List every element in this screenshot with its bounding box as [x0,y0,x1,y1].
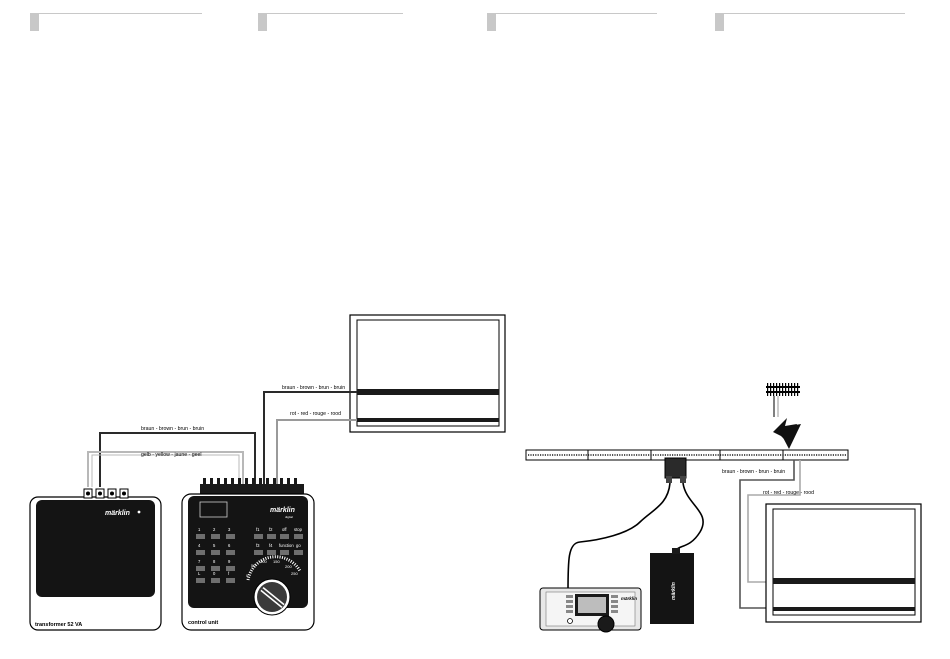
keypad-button[interactable] [226,566,235,571]
key-label-9: 9 [228,559,231,564]
wire-label-right-red: rot - red - rouge - rood [763,490,814,496]
key-label-3: 3 [228,527,231,532]
go-button[interactable] [294,550,303,555]
track-connector-box [664,457,687,483]
right-wires [567,460,801,609]
key-label-function: function [279,543,294,548]
transformer-terminals [83,488,129,499]
mobile-station-button[interactable] [611,610,618,613]
mobile-station-button[interactable] [566,605,573,608]
wire-label-left-red: rot - red - rouge - rood [290,411,341,417]
right-track-layout [765,503,922,623]
stop-button[interactable] [294,534,303,539]
keypad-button[interactable] [226,550,235,555]
function-button[interactable] [280,534,289,539]
control-unit-brand-logo: märklin [270,507,295,514]
dial-label-150: 150 [273,559,280,564]
left-track-layout [349,314,506,433]
track-section-icon [766,383,800,417]
control-unit-display [199,501,228,518]
function-button[interactable] [280,550,289,555]
function-button[interactable] [254,534,263,539]
key-label-4: 4 [198,543,201,548]
left-wires [87,391,357,487]
speed-dial[interactable] [246,555,302,616]
mobile-station-button[interactable] [611,605,618,608]
key-label-0: 0 [213,571,216,576]
mobile-station-button[interactable] [611,600,618,603]
key-label-f1: f1 [256,527,260,532]
keypad-button[interactable] [196,566,205,571]
keypad-button[interactable] [226,534,235,539]
transformer: märklin transformer 52 VA [29,488,162,631]
key-label-f4: f4 [269,543,273,548]
keypad-button[interactable] [211,578,220,583]
transformer-brand-logo: märklin [105,510,130,517]
key-label-2: 2 [213,527,216,532]
key-label-f3: f3 [256,543,260,548]
dial-label-0: 0 [246,573,249,578]
key-label-1: 1 [198,527,201,532]
key-label-go: go [296,543,301,548]
function-button[interactable] [254,550,263,555]
control-unit-brand-sub: digital [285,515,293,519]
keypad-button[interactable] [211,550,220,555]
arrow-head-icon [778,424,801,449]
transformer-indicator-icon [137,510,141,514]
power-pack: märklin [650,548,694,624]
key-label-f: f [228,571,230,576]
key-label-7: 7 [198,559,201,564]
key-label-L: L [198,571,201,576]
dial-label-200: 200 [285,564,292,569]
wire-label-right-brown: braun - brown - brun - bruin [722,469,785,475]
mobile-station-button[interactable] [566,595,573,598]
wire-label-left-brown-upper: braun - brown - brun - bruin [282,385,345,391]
stop-icon[interactable] [567,618,573,624]
function-button[interactable] [267,534,276,539]
wire-label-left-yellow: gelb - yellow - jaune - geel [141,452,202,458]
dial-label-100: 100 [260,559,267,564]
control-unit-terminals [200,478,304,496]
keypad-button[interactable] [226,578,235,583]
transformer-label: transformer 52 VA [35,622,82,628]
function-button[interactable] [267,550,276,555]
keypad-button[interactable] [211,566,220,571]
power-pack-brand-logo: märklin [671,582,677,600]
mobile-station-knob[interactable] [597,615,615,633]
dial-label-250: 250 [291,571,298,576]
keypad-button[interactable] [196,550,205,555]
mobile-station-button[interactable] [566,600,573,603]
dial-label-50: 50 [251,563,256,568]
control-unit: märklin digital 1 2 3 4 5 6 7 8 9 L 0 f … [181,478,315,631]
right-track-strip [525,449,849,461]
key-label-f2: f2 [269,527,273,532]
key-label-5: 5 [213,543,216,548]
keypad-button[interactable] [211,534,220,539]
mobile-station: märklin [539,587,642,633]
key-label-off: off [282,527,287,532]
mobile-station-button[interactable] [566,610,573,613]
control-unit-label: control unit [188,620,218,626]
mobile-station-brand-logo: märklin [621,596,637,601]
keypad-button[interactable] [196,578,205,583]
wire-label-left-brown-lower: braun - brown - brun - bruin [141,426,204,432]
keypad-button[interactable] [196,534,205,539]
key-label-6: 6 [228,543,231,548]
key-label-stop: stop [294,527,303,532]
mobile-station-button[interactable] [611,595,618,598]
key-label-8: 8 [213,559,216,564]
